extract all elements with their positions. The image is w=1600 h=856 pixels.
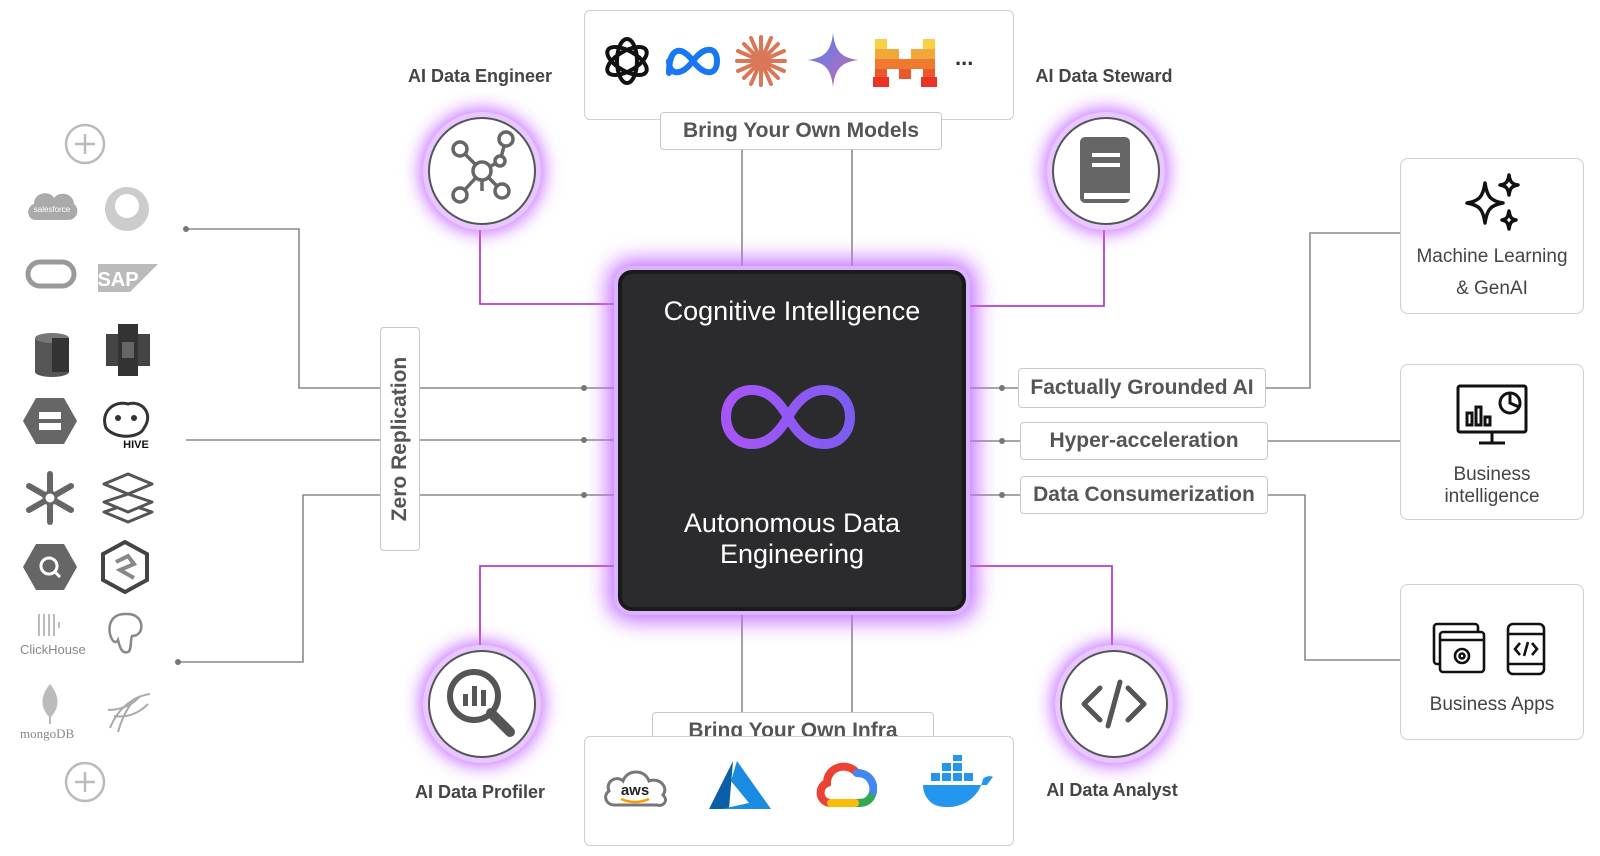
app-settings-icon <box>1432 622 1486 674</box>
cockroach-ring-icon <box>105 187 149 231</box>
sap-icon: SAP <box>97 264 158 292</box>
code-icon <box>1081 679 1147 729</box>
capability-data-consumerization: Data Consumerization <box>1020 476 1268 514</box>
postgresql-icon <box>108 612 143 654</box>
capability-factually-grounded-ai: Factually Grounded AI <box>1018 368 1266 408</box>
infra-panel: aws <box>584 736 1014 846</box>
hive-icon: HIVE <box>103 401 150 450</box>
add-source-bottom-icon[interactable] <box>63 760 107 804</box>
aws-redshift-icon <box>106 324 150 376</box>
output-business-intelligence: Business intelligence <box>1400 364 1584 520</box>
meta-icon <box>666 46 721 76</box>
capability-hyper-acceleration: Hyper-acceleration <box>1020 422 1268 460</box>
cloud-sql-icon <box>23 398 77 444</box>
mistral-icon <box>873 39 937 87</box>
gemini-icon <box>807 33 859 87</box>
bring-your-own-models-label: Bring Your Own Models <box>660 112 942 150</box>
synapse-icon <box>101 540 149 594</box>
ai-data-analyst-node[interactable] <box>1060 650 1168 758</box>
salesforce-icon: salesforce <box>28 193 78 220</box>
output-ml-line2: & GenAI <box>1456 278 1528 299</box>
hive-text: HIVE <box>123 439 149 450</box>
layers-icon <box>102 472 154 524</box>
openai-icon <box>605 37 649 85</box>
mongodb-label: mongoDB <box>20 726 75 741</box>
sap-text: SAP <box>97 269 138 291</box>
aws-icon: aws <box>604 770 667 807</box>
more-models-indicator: ... <box>955 45 974 70</box>
database-cylinder-icon <box>35 333 69 377</box>
autonomous-data-engineering-title: Autonomous Data Engineering <box>683 508 901 569</box>
claude-icon <box>735 35 787 87</box>
cognitive-intelligence-title: Cognitive Intelligence <box>663 296 921 326</box>
ai-data-profiler-label: AI Data Profiler <box>414 782 546 802</box>
ai-data-steward-node[interactable] <box>1052 117 1160 225</box>
ai-data-engineer-node[interactable] <box>428 117 536 225</box>
ai-data-analyst-label: AI Data Analyst <box>1046 780 1178 800</box>
magnifier-chart-icon <box>447 669 515 737</box>
sql-server-icon <box>107 693 151 733</box>
output-ml-line1: Machine Learning <box>1416 246 1568 267</box>
docker-icon <box>923 755 993 808</box>
zero-replication-panel: Zero Replication <box>380 327 420 551</box>
output-bi-line2: intelligence <box>1444 486 1540 507</box>
infinity-logo-icon <box>720 384 856 450</box>
ai-data-steward-label: AI Data Steward <box>1035 66 1173 86</box>
dashboard-monitor-icon <box>1456 384 1528 445</box>
aws-text: aws <box>621 782 649 799</box>
mobile-code-icon <box>1506 622 1546 676</box>
oracle-icon <box>25 259 77 289</box>
zero-replication-label: Zero Replication <box>388 356 411 522</box>
mongodb-leaf-icon <box>42 684 58 724</box>
ai-data-engineer-label: AI Data Engineer <box>407 66 553 86</box>
snowflake-icon <box>26 471 74 525</box>
azure-icon <box>709 761 771 809</box>
google-cloud-icon <box>816 762 877 807</box>
output-business-apps: Business Apps <box>1400 584 1584 740</box>
add-source-top-icon[interactable] <box>63 122 107 166</box>
clickhouse-label: ClickHouse <box>20 642 86 657</box>
output-bi-line1: Business <box>1453 464 1531 485</box>
core-platform: Cognitive Intelligence Autonomous Data E… <box>618 270 966 611</box>
book-icon <box>1080 137 1130 203</box>
bigquery-icon <box>23 544 77 590</box>
output-apps-label: Business Apps <box>1429 694 1555 715</box>
output-ml-genai: Machine Learning & GenAI <box>1400 158 1584 314</box>
salesforce-text: salesforce <box>34 205 71 214</box>
ai-data-profiler-node[interactable] <box>428 650 536 758</box>
clickhouse-icon <box>38 614 60 636</box>
network-graph-icon <box>451 130 515 204</box>
models-panel: ... <box>584 10 1014 120</box>
sparkles-icon <box>1465 173 1520 231</box>
